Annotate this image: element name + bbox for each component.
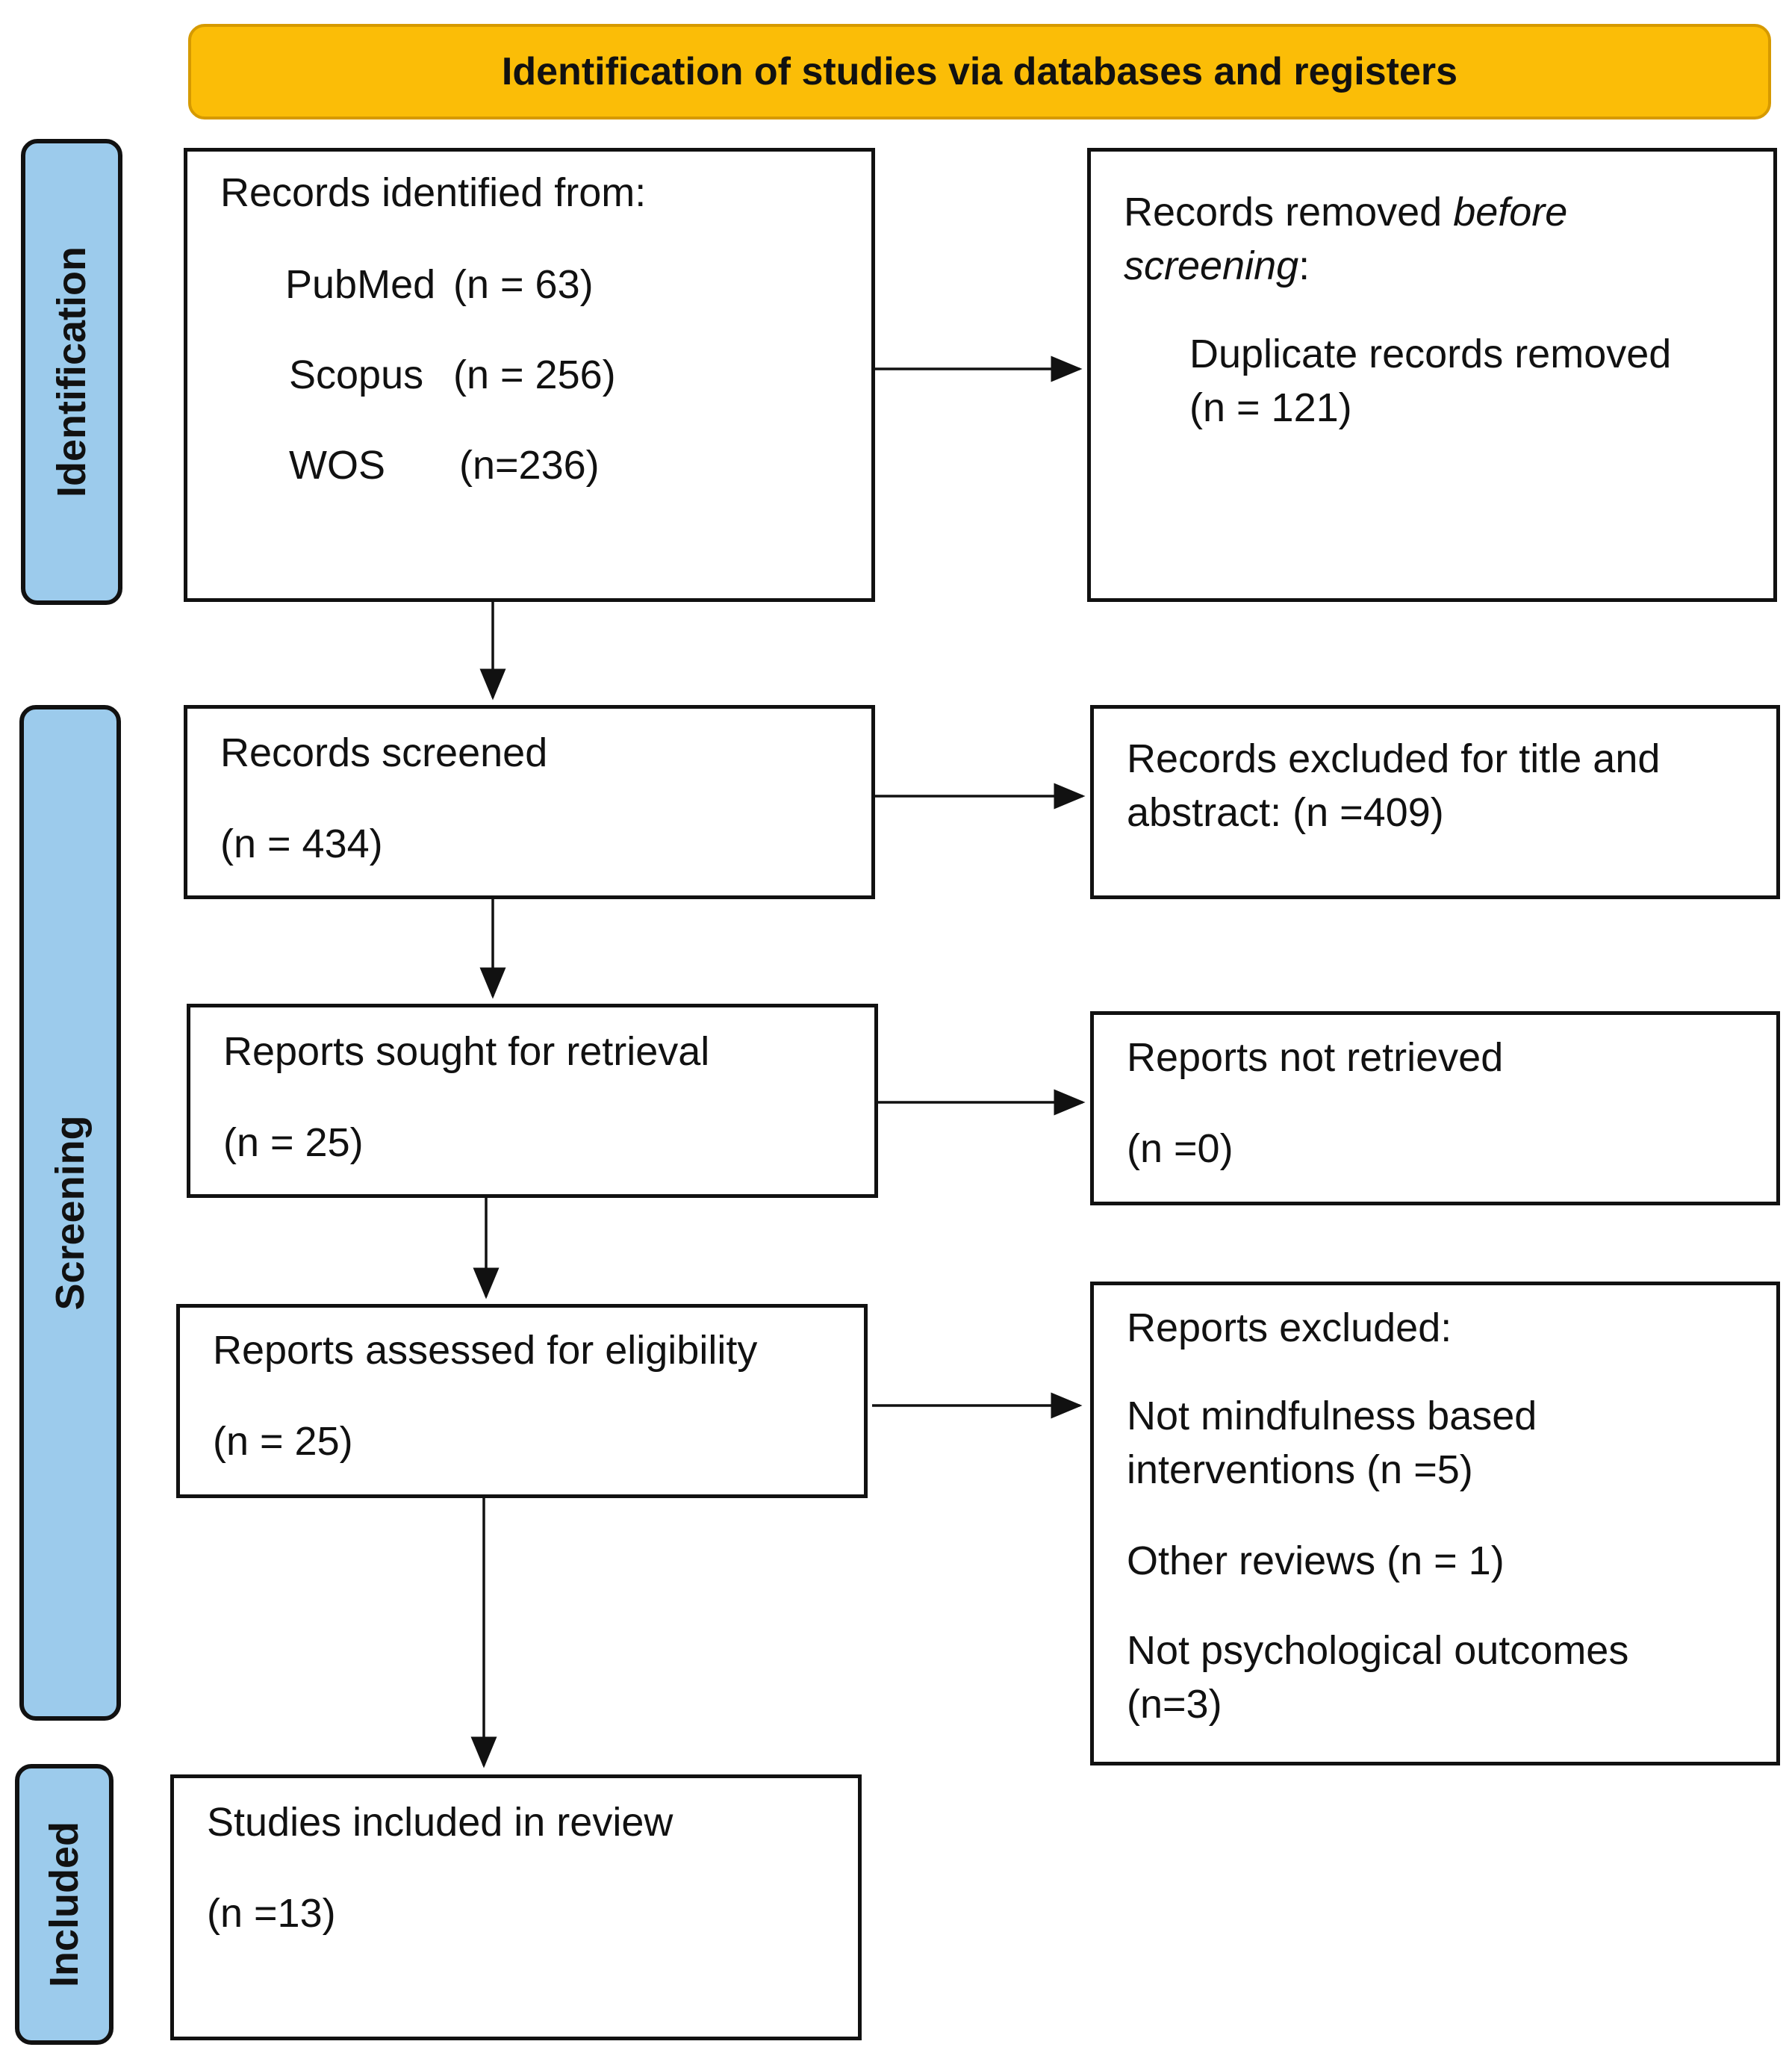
source-pubmed-name: PubMed <box>285 262 436 307</box>
phase-screening: Screening <box>19 705 121 1721</box>
records-screened-title: Records screened <box>220 730 548 775</box>
records-screened-count: (n = 434) <box>220 822 383 866</box>
reports-assessed-title: Reports assessed for eligibility <box>213 1328 758 1373</box>
duplicate-records-label: Duplicate records removed <box>1189 332 1672 376</box>
records-removed-box: Records removed before screening: Duplic… <box>1087 148 1777 602</box>
reports-not-retrieved-title: Reports not retrieved <box>1127 1035 1504 1080</box>
source-wos-name: WOS <box>289 443 385 488</box>
studies-included-title: Studies included in review <box>207 1800 673 1845</box>
duplicate-records-count: (n = 121) <box>1189 385 1352 430</box>
reason-mindfulness-line1: Not mindfulness based <box>1127 1394 1537 1438</box>
source-pubmed-count: (n = 63) <box>453 262 594 307</box>
studies-included-box: Studies included in review (n =13) <box>170 1774 862 2040</box>
records-removed-screening: screening <box>1124 243 1299 288</box>
studies-included-count: (n =13) <box>207 1891 336 1936</box>
reports-sought-count: (n = 25) <box>223 1120 364 1165</box>
identification-header: Identification of studies via databases … <box>188 24 1771 119</box>
phase-included: Included <box>15 1764 113 2045</box>
records-identified-title: Records identified from: <box>220 170 647 215</box>
source-scopus-name: Scopus <box>289 352 424 397</box>
reports-excluded-box: Reports excluded: Not mindfulness based … <box>1090 1282 1780 1765</box>
records-removed-line1: Records removed before <box>1124 186 1567 238</box>
source-scopus-count: (n = 256) <box>453 352 616 397</box>
reports-assessed-count: (n = 25) <box>213 1419 353 1464</box>
records-removed-line2: screening: <box>1124 240 1310 292</box>
records-removed-prefix: Records removed <box>1124 190 1454 235</box>
records-excluded-line2: abstract: (n =409) <box>1127 790 1444 835</box>
reports-sought-box: Reports sought for retrieval (n = 25) <box>187 1004 878 1198</box>
records-excluded-box: Records excluded for title and abstract:… <box>1090 705 1780 899</box>
header-title: Identification of studies via databases … <box>501 50 1458 93</box>
records-removed-colon: : <box>1298 243 1310 288</box>
phase-identification: Identification <box>21 139 122 605</box>
reports-not-retrieved-count: (n =0) <box>1127 1126 1233 1171</box>
reports-assessed-box: Reports assessed for eligibility (n = 25… <box>176 1304 868 1498</box>
reason-mindfulness-line2: interventions (n =5) <box>1127 1447 1473 1492</box>
reason-psych-line1: Not psychological outcomes <box>1127 1628 1629 1673</box>
records-identified-box: Records identified from: PubMed (n = 63)… <box>184 148 875 602</box>
records-screened-box: Records screened (n = 434) <box>184 705 875 899</box>
reports-sought-title: Reports sought for retrieval <box>223 1029 710 1074</box>
reason-psych-line2: (n=3) <box>1127 1682 1222 1727</box>
reports-excluded-title: Reports excluded: <box>1127 1305 1452 1350</box>
reason-other-reviews: Other reviews (n = 1) <box>1127 1538 1505 1583</box>
source-wos-count: (n=236) <box>459 443 600 488</box>
reports-not-retrieved-box: Reports not retrieved (n =0) <box>1090 1011 1780 1205</box>
records-removed-before: before <box>1453 190 1568 235</box>
records-excluded-line1: Records excluded for title and <box>1127 736 1661 781</box>
